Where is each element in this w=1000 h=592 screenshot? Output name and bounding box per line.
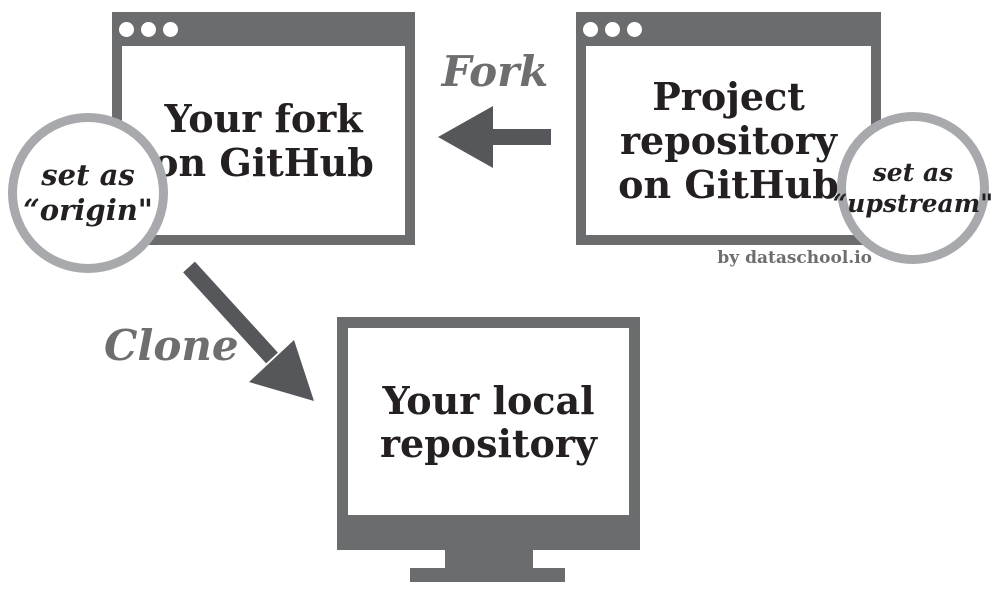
window-project-repository: Project repository on GitHub [576, 12, 881, 245]
upstream-badge-line2: “upstream" [832, 189, 994, 218]
monitor-stand-base [410, 568, 565, 582]
project-window-title-line2: repository [620, 117, 837, 163]
fork-window-title-line1: Your fork [164, 95, 363, 141]
window-your-fork: Your fork on GitHub [112, 12, 415, 245]
window-dot-icon [141, 21, 156, 37]
origin-badge-line2: “origin" [23, 193, 153, 227]
project-window-title-line1: Project [652, 73, 805, 119]
monitor-title-line2: repository [380, 420, 597, 466]
monitor-title-line1: Your local [382, 377, 595, 423]
project-window-title-line3: on GitHub [618, 161, 839, 207]
origin-badge: set as “origin" [8, 113, 168, 273]
window-dot-icon [119, 21, 134, 37]
origin-badge-line1: set as [41, 158, 135, 192]
upstream-badge: set as “upstream" [833, 112, 993, 264]
window-titlebar [576, 12, 881, 46]
monitor-stand-neck [445, 550, 533, 568]
window-content: Your fork on GitHub [122, 46, 405, 235]
clone-arrow-label: Clone [104, 321, 239, 370]
upstream-badge-line1: set as [872, 158, 954, 187]
monitor-icon: Your local repository [337, 317, 640, 550]
window-dot-icon [163, 21, 178, 37]
window-dot-icon [583, 21, 598, 37]
window-dot-icon [627, 21, 642, 37]
fork-arrow-icon [438, 106, 551, 168]
clone-arrow-head-icon [249, 340, 314, 401]
fork-window-title-line2: on GitHub [153, 139, 374, 185]
byline-credit: by dataschool.io [717, 248, 872, 268]
window-titlebar [112, 12, 415, 46]
window-content: Project repository on GitHub [586, 46, 871, 235]
window-dot-icon [605, 21, 620, 37]
monitor-screen: Your local repository [348, 328, 629, 515]
fork-arrow-label: Fork [441, 47, 549, 96]
